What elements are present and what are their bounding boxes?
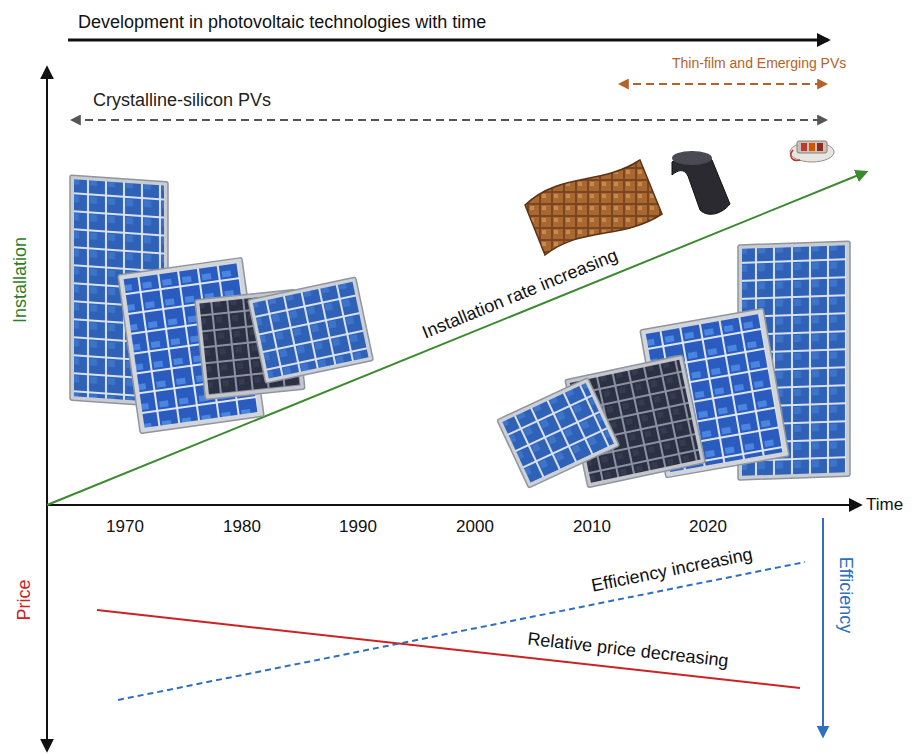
installation-trend <box>47 172 866 505</box>
axis-label: Price <box>14 579 35 620</box>
efficiency-trend <box>118 562 805 700</box>
solar-panel <box>497 378 619 488</box>
era-arrow <box>72 119 826 121</box>
solar-panels-early <box>70 175 373 433</box>
diagram-title: Development in photovoltaic technologies… <box>78 12 486 33</box>
solar-panel <box>248 277 373 383</box>
emerging-pv-module <box>790 141 834 162</box>
axis-label: Installation <box>10 237 31 323</box>
flexible-roll <box>672 151 730 214</box>
era-label: Thin-film and Emerging PVs <box>672 55 846 71</box>
trend-label: Relative price decreasing <box>526 629 729 672</box>
vertical-axis <box>46 68 48 750</box>
year-tick: 1980 <box>223 517 261 537</box>
year-tick: 2000 <box>456 517 494 537</box>
year-tick: 1990 <box>339 517 377 537</box>
price-trend <box>97 610 800 688</box>
time-arrow <box>68 39 828 42</box>
era-arrow <box>620 83 826 85</box>
efficiency-axis <box>822 518 824 736</box>
year-tick: 1970 <box>106 517 144 537</box>
trend-label: Installation rate increasing <box>419 245 620 343</box>
axis-label: Time <box>866 495 903 515</box>
axis-label: Efficiency <box>836 557 857 634</box>
thin-film-sheet <box>525 160 662 255</box>
year-tick: 2010 <box>573 517 611 537</box>
time-axis <box>47 504 860 506</box>
year-tick: 2020 <box>689 517 727 537</box>
era-label: Crystalline-silicon PVs <box>93 90 271 111</box>
